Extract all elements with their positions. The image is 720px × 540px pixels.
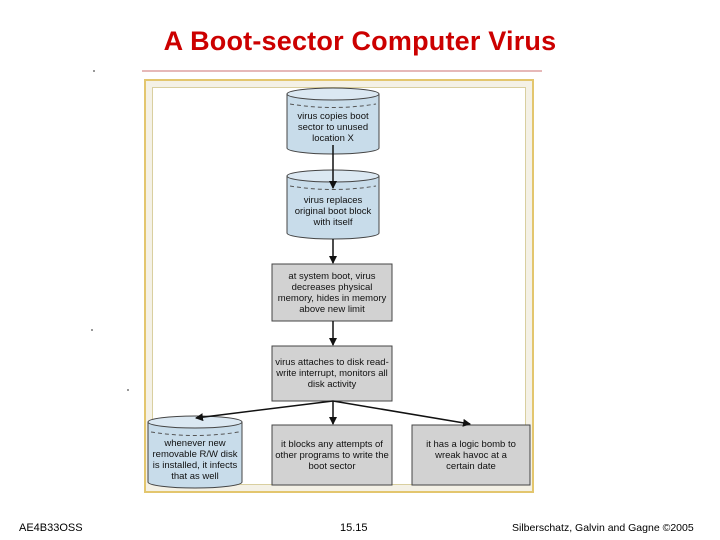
- node-boot-label: at system boot, virus decreases physical…: [277, 270, 387, 315]
- decorative-dot: [93, 70, 95, 72]
- node-replace-label: virus replaces original boot block with …: [294, 194, 372, 228]
- node-bomb-box: [411, 424, 531, 486]
- node-boot-box: [271, 263, 393, 322]
- node-block-box: [271, 424, 393, 486]
- arrow-attach-to-bomb: [332, 400, 471, 427]
- footer-slide-number: 15.15: [340, 522, 368, 534]
- node-block-label: it blocks any attempts of other programs…: [275, 438, 389, 472]
- slide-title: A Boot-sector Computer Virus: [163, 26, 557, 56]
- node-attach-box: [271, 345, 393, 402]
- node-bomb-label: it has a logic bomb to wreak havoc at a …: [426, 438, 516, 472]
- decorative-dot: [127, 389, 129, 391]
- node-copy-label: virus copies boot sector to unused locat…: [297, 110, 369, 144]
- decorative-dot: [91, 329, 93, 331]
- title-divider: [142, 70, 542, 72]
- node-infect-cylinder: [147, 415, 243, 489]
- footer-copyright: Silberschatz, Galvin and Gagne ©2005: [512, 522, 694, 534]
- footer-course-code: AE4B33OSS: [19, 522, 83, 534]
- node-copy-cylinder: [286, 87, 380, 155]
- node-infect-label: whenever new removable R/W disk is insta…: [152, 438, 238, 482]
- arrow-attach-to-infect: [195, 400, 334, 422]
- node-attach-label: virus attaches to disk read- write inter…: [275, 357, 389, 390]
